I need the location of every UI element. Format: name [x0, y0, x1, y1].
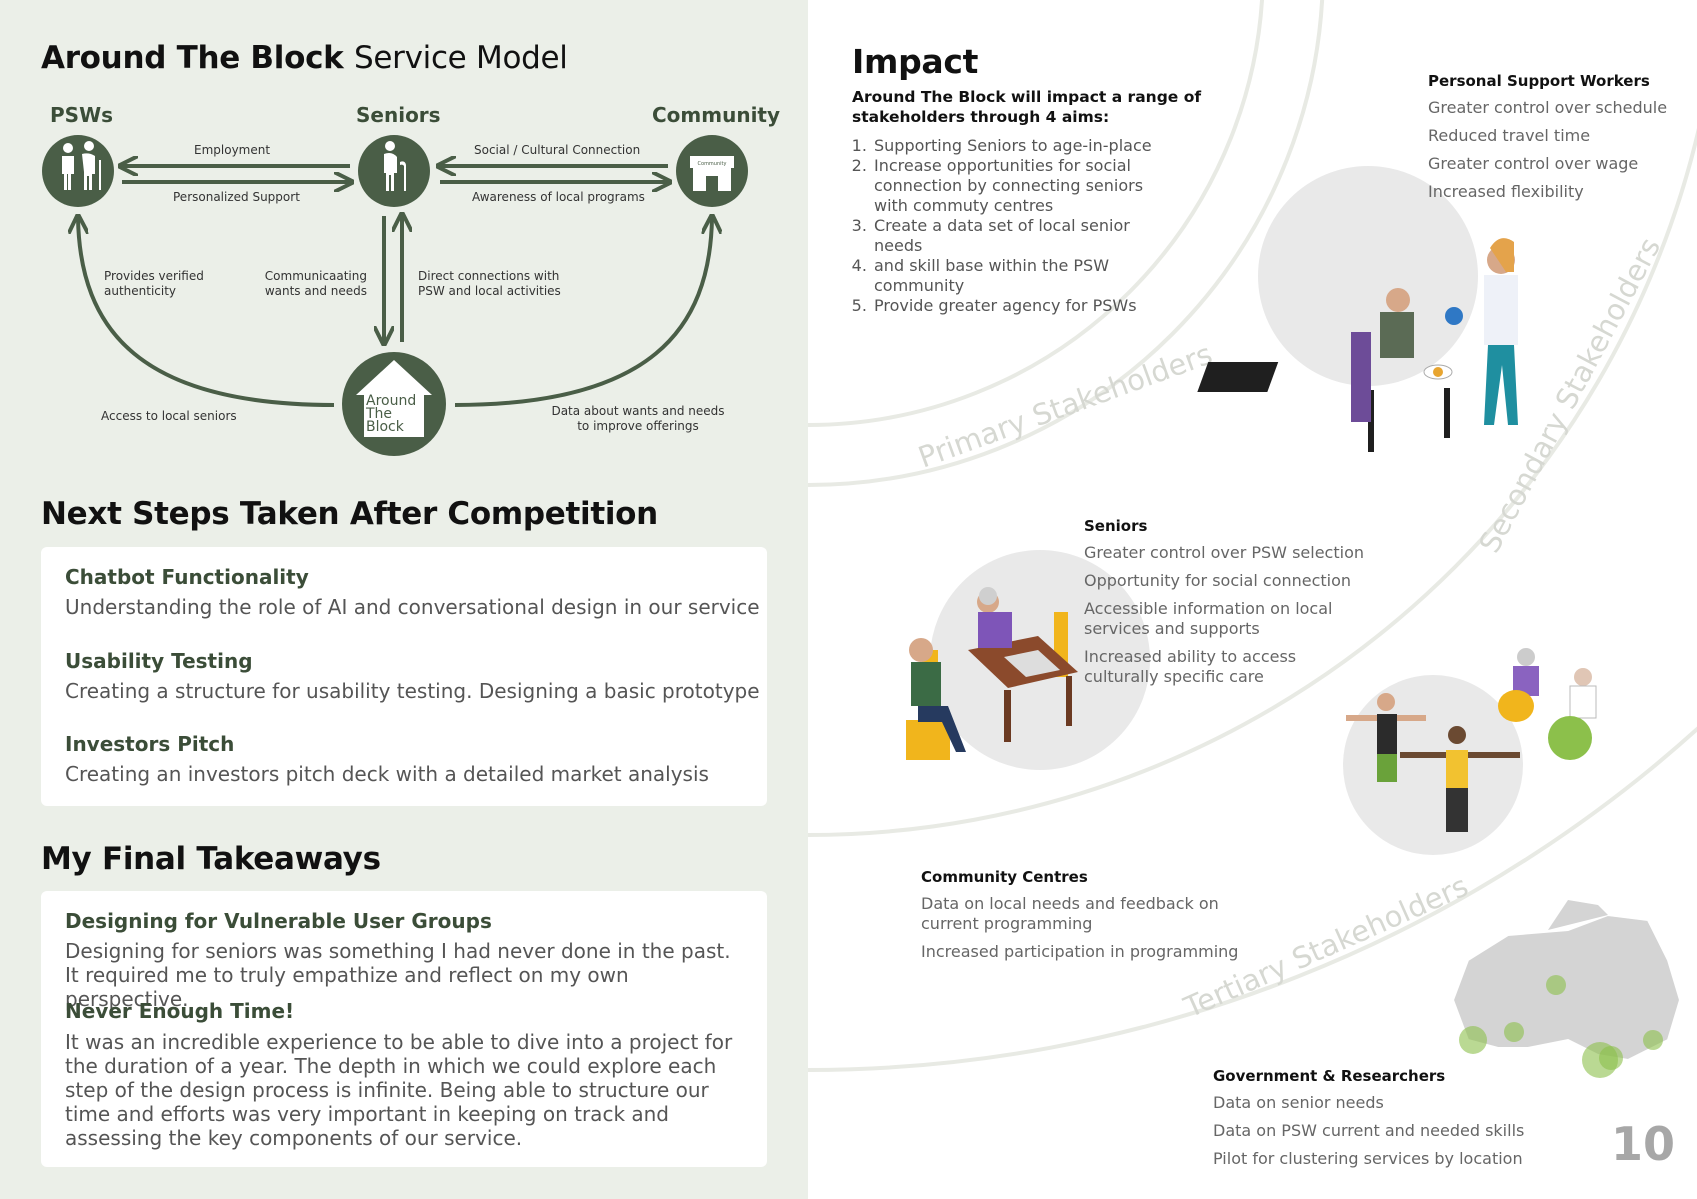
seniors-node-icon — [358, 135, 430, 207]
access-curve — [78, 218, 335, 407]
psw-illustration-bg — [1258, 166, 1478, 386]
awareness-label: Awareness of local programs — [472, 190, 645, 204]
psw-node-icon — [42, 135, 114, 207]
list-item: Increased participation in programming — [921, 942, 1239, 961]
stakeholder-rings: Primary Stakeholders Secondary Stakehold… — [808, 0, 1697, 1078]
svg-text:to improve offerings: to improve offerings — [577, 419, 699, 433]
list-item: Accessible information on local services… — [1084, 599, 1333, 638]
psw-serving-illustration — [1197, 238, 1518, 452]
government-benefits: Government & Researchers Data on senior … — [1213, 1067, 1533, 1169]
svg-text:authenticity: authenticity — [104, 284, 176, 298]
list-item: Data on senior needs — [1213, 1093, 1384, 1112]
government-benefits-title: Government & Researchers — [1213, 1067, 1446, 1085]
svg-text:Provides verified: Provides verified — [104, 269, 204, 283]
data-curve — [454, 218, 712, 407]
list-item: Pilot for clustering services by locatio… — [1213, 1149, 1523, 1168]
seniors-label: Seniors — [356, 103, 441, 127]
community-benefits-title: Community Centres — [921, 868, 1088, 886]
list-item: Supporting Seniors to age-in-place — [872, 136, 1182, 156]
svg-text:PSW and local activities: PSW and local activities — [418, 284, 561, 298]
next-step-body: Creating a structure for usability testi… — [65, 679, 760, 703]
takeaways-card: Designing for Vulnerable User Groups Des… — [41, 891, 767, 1167]
next-step-body: Creating an investors pitch deck with a … — [65, 762, 709, 786]
next-step-title: Chatbot Functionality — [65, 565, 309, 589]
svg-text:Block: Block — [366, 419, 405, 435]
psw-benefits: Personal Support Workers Greater control… — [1428, 72, 1668, 202]
list-item: Increased flexibility — [1428, 182, 1584, 201]
takeaway-title: Designing for Vulnerable User Groups — [65, 909, 492, 933]
seniors-chess-illustration — [906, 587, 1078, 760]
community-benefits: Community Centres Data on local needs an… — [921, 868, 1241, 962]
takeaways-title: My Final Takeaways — [41, 841, 381, 877]
svg-text:wants and needs: wants and needs — [265, 284, 367, 298]
next-steps-title: Next Steps Taken After Competition — [41, 496, 658, 532]
list-item: Data on PSW current and needed skills — [1213, 1121, 1525, 1140]
personalized-support-label: Personalized Support — [173, 190, 300, 204]
list-item: Reduced travel time — [1428, 126, 1591, 145]
community-label: Community — [652, 103, 780, 127]
list-item: Data on local needs and feedback on curr… — [921, 894, 1219, 933]
list-item: Increase opportunities for social connec… — [872, 156, 1182, 216]
list-item: Provide greater agency for PSWs — [872, 296, 1182, 316]
community-building-label: Community — [698, 161, 727, 167]
left-panel: Around The Block Service Model PSWs Seni… — [0, 0, 808, 1199]
around-the-block-node-icon: Around The Block — [342, 352, 446, 456]
service-model-diagram: PSWs Seniors Community — [42, 103, 780, 456]
right-panel: Primary Stakeholders Secondary Stakehold… — [808, 0, 1697, 1199]
impact-intro-line1: Around The Block will impact a range of — [852, 88, 1202, 106]
community-exercise-illustration — [1346, 648, 1597, 832]
list-item: Greater control over wage — [1428, 154, 1639, 173]
takeaway-body: It was an incredible experience to be ab… — [65, 1030, 733, 1150]
employment-label: Employment — [194, 143, 270, 157]
primary-stakeholders-label: Primary Stakeholders — [914, 337, 1217, 475]
list-item: Greater control over schedule — [1428, 98, 1668, 117]
next-steps-card: Chatbot Functionality Understanding the … — [41, 547, 767, 806]
next-step-title: Investors Pitch — [65, 732, 235, 756]
impact-intro-line2: stakeholders through 4 aims: — [852, 108, 1110, 126]
next-step-title: Usability Testing — [65, 649, 253, 673]
seniors-benefits-title: Seniors — [1084, 517, 1148, 535]
psws-label: PSWs — [50, 103, 113, 127]
list-item: Opportunity for social connection — [1084, 571, 1352, 590]
list-item: Create a data set of local senior needs — [872, 216, 1182, 256]
social-label: Social / Cultural Connection — [474, 143, 640, 157]
next-step-body: Understanding the role of AI and convers… — [65, 595, 760, 619]
canada-map-illustration — [1451, 900, 1682, 1078]
list-item: Increased ability to access culturally s… — [1084, 647, 1297, 686]
page-number: 10 — [1610, 1117, 1675, 1171]
svg-text:The: The — [365, 406, 392, 422]
takeaway-title: Never Enough Time! — [65, 999, 295, 1023]
aims-list: Supporting Seniors to age-in-place Incre… — [852, 136, 1182, 316]
impact-title: Impact — [852, 42, 979, 81]
access-label: Access to local seniors — [101, 409, 237, 423]
community-node-icon: Community — [676, 135, 748, 207]
community-illustration-bg — [1343, 675, 1523, 855]
svg-text:Communicaating: Communicaating — [265, 269, 367, 283]
svg-text:Around: Around — [366, 393, 416, 409]
psw-benefits-title: Personal Support Workers — [1428, 72, 1650, 90]
takeaway-body: Designing for seniors was something I ha… — [65, 939, 731, 1011]
seniors-benefits: Seniors Greater control over PSW selecti… — [1084, 517, 1384, 687]
svg-text:Direct connections with: Direct connections with — [418, 269, 559, 283]
svg-text:Data about wants and needs: Data about wants and needs — [551, 404, 724, 418]
service-model-title: Around The Block Service Model — [41, 40, 568, 76]
list-item: and skill base within the PSW community — [872, 256, 1182, 296]
list-item: Greater control over PSW selection — [1084, 543, 1364, 562]
